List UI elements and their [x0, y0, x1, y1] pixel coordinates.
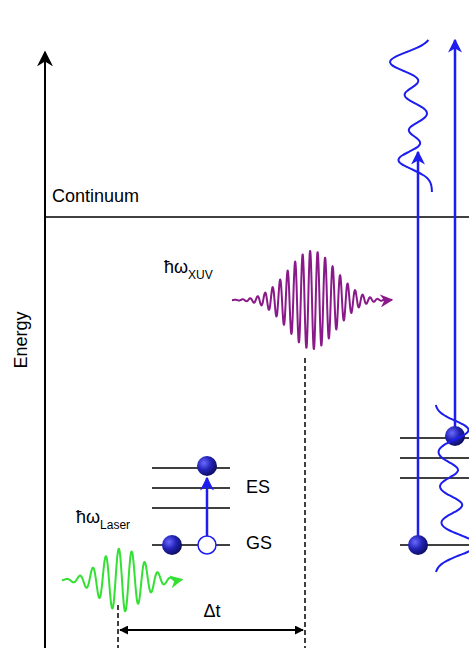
continuum-line: [45, 216, 469, 218]
photon-energy: ħω: [76, 508, 100, 528]
photon-subscript: Laser: [100, 519, 130, 532]
axis-label: Energy: [12, 311, 32, 368]
ionization-arrow: [454, 40, 457, 430]
hole: [198, 536, 216, 554]
energy-levels: [152, 468, 230, 545]
photon-subscript: XUV: [188, 269, 213, 282]
level-label: GS: [246, 534, 272, 554]
energy-levels-right: [400, 438, 469, 545]
laser-pulse: [62, 549, 182, 612]
delay-marker: [304, 358, 306, 648]
photon-energy: ħω: [164, 258, 188, 278]
delay-label: Δt: [203, 602, 220, 622]
ionization-arrow: [417, 152, 420, 537]
level-label: ES: [246, 478, 270, 498]
delay-marker: [117, 605, 119, 648]
energy-axis: [44, 52, 46, 648]
electron: [197, 456, 217, 476]
electron: [162, 535, 182, 555]
xuv-pulse: [232, 251, 392, 349]
delay-arrow: [120, 629, 303, 631]
electron: [408, 535, 428, 555]
photoelectron-spectrum: [390, 40, 432, 192]
excitation-arrow: [206, 478, 209, 537]
photoelectron-spectrum: [436, 405, 469, 572]
region-label: Continuum: [52, 187, 139, 207]
